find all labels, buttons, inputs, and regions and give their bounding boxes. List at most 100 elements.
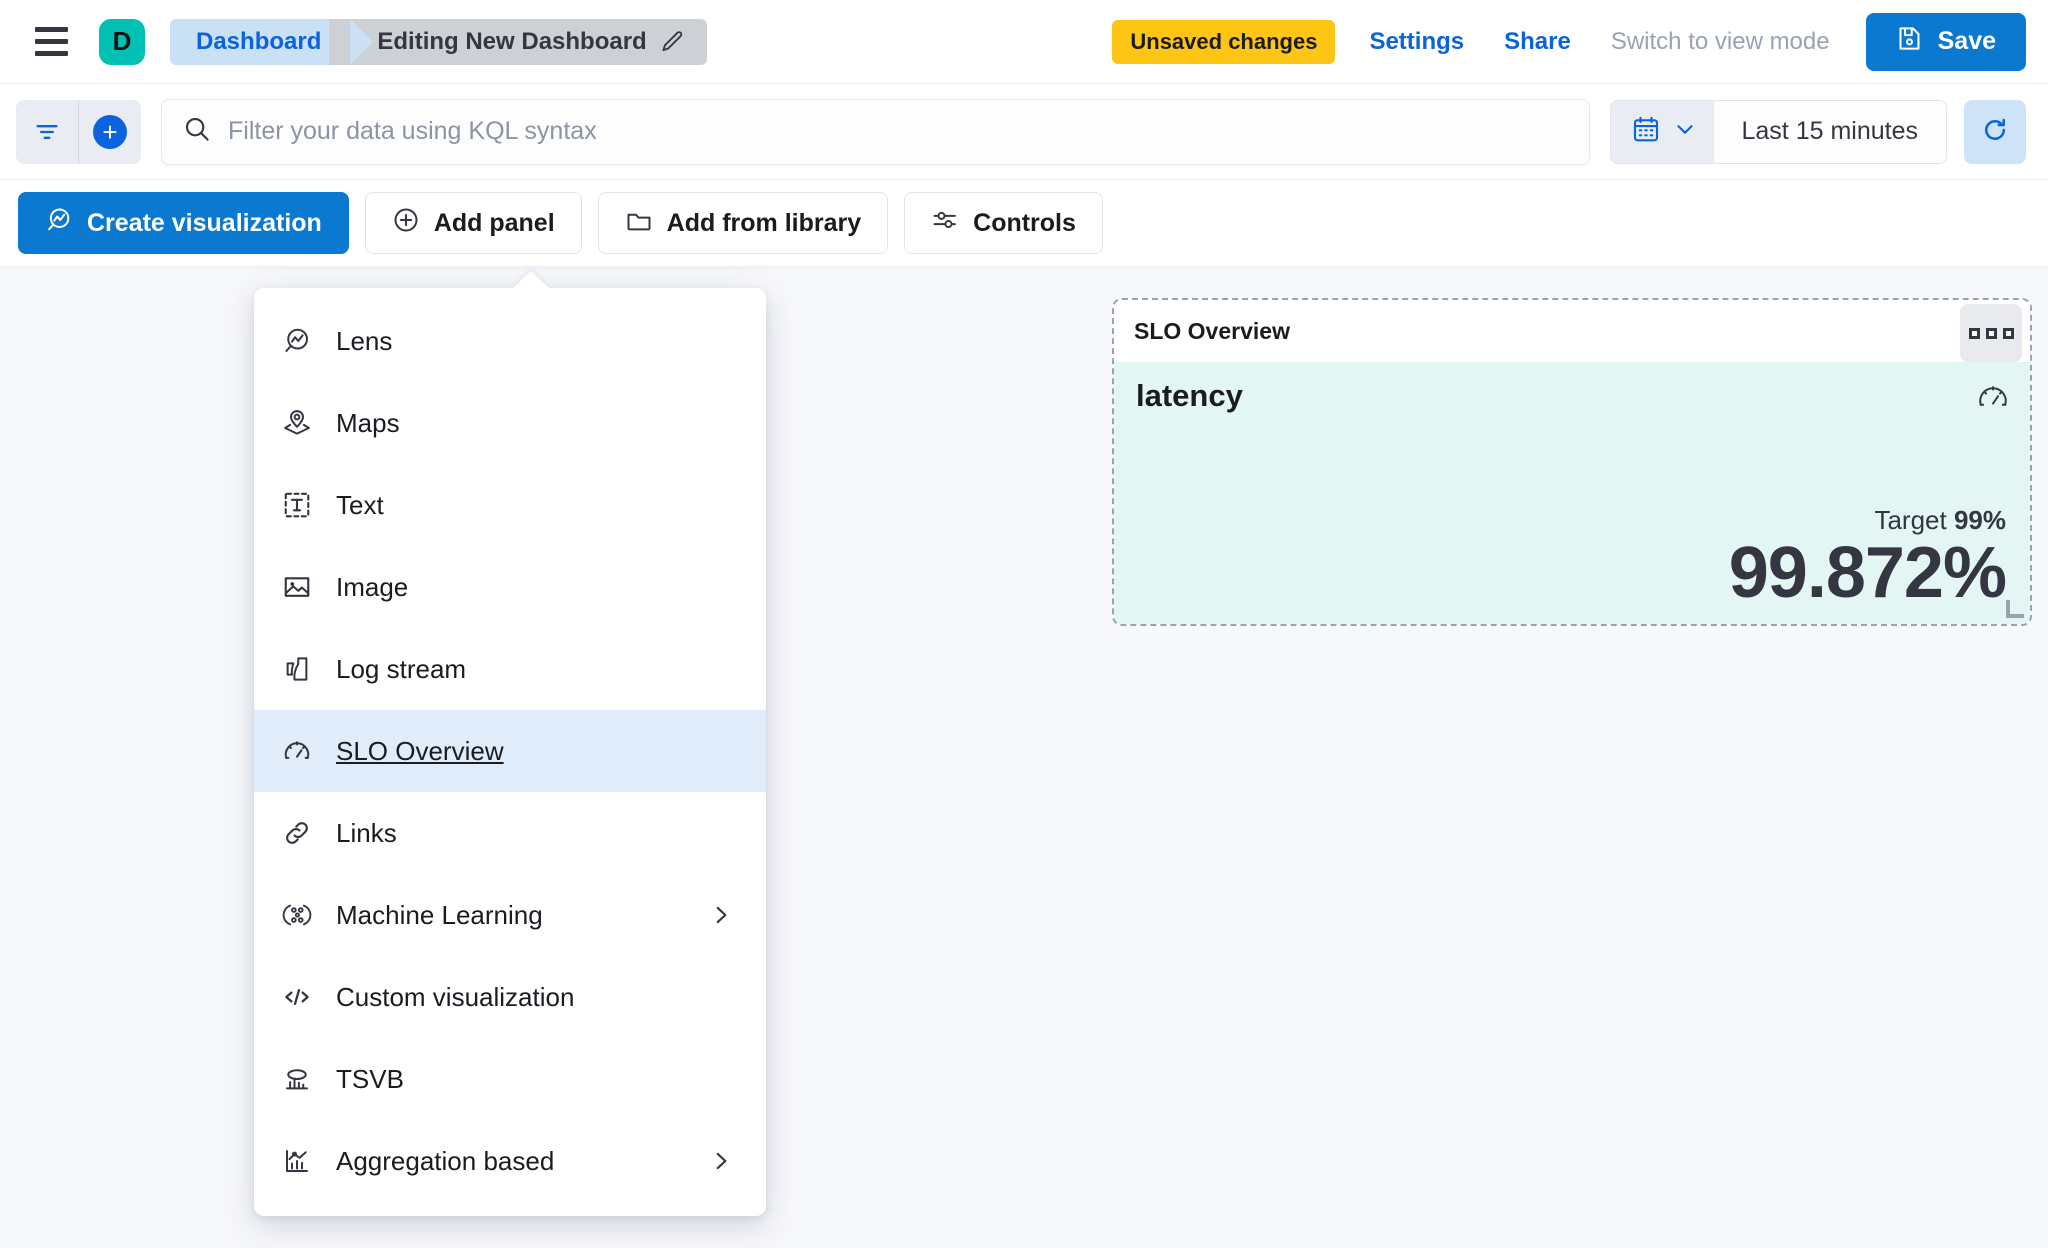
add-filter-button[interactable]: + — [79, 100, 141, 164]
plus-circle-icon: + — [93, 114, 127, 149]
plus-circle-outline-icon — [392, 206, 420, 241]
menu-item-text[interactable]: Text — [254, 464, 766, 546]
menu-item-aggregation-based[interactable]: Aggregation based — [254, 1120, 766, 1202]
menu-item-links[interactable]: Links — [254, 792, 766, 874]
menu-item-maps[interactable]: Maps — [254, 382, 766, 464]
slo-metric-name: latency — [1136, 378, 1243, 413]
menu-item-label: SLO Overview — [336, 735, 504, 766]
log-stream-icon — [280, 652, 314, 686]
filter-group: + — [16, 99, 141, 164]
header-actions: Unsaved changes Settings Share Switch to… — [1112, 12, 2026, 71]
controls-label: Controls — [973, 208, 1076, 237]
share-link[interactable]: Share — [1504, 27, 1571, 55]
refresh-icon — [1980, 115, 2010, 148]
menu-item-label: Aggregation based — [336, 1145, 555, 1176]
search-input-wrapper[interactable] — [161, 98, 1590, 165]
pencil-icon[interactable] — [659, 29, 685, 55]
more-horizontal-icon — [1985, 327, 1997, 339]
breadcrumb-item-dashboard[interactable]: Dashboard — [170, 18, 374, 65]
menu-item-label: TSVB — [336, 1063, 404, 1094]
menu-item-label: Custom visualization — [336, 981, 575, 1012]
image-icon — [280, 570, 314, 604]
menu-item-log-stream[interactable]: Log stream — [254, 628, 766, 710]
search-input[interactable] — [228, 117, 1569, 146]
dashboard-toolbar: Create visualization Add panel Add from … — [0, 180, 2048, 266]
menu-item-label: Machine Learning — [336, 899, 543, 930]
hamburger-line — [34, 51, 68, 56]
save-button-label: Save — [1937, 27, 1996, 55]
more-horizontal-icon — [2002, 327, 2014, 339]
code-icon — [280, 980, 314, 1014]
menu-item-image[interactable]: Image — [254, 546, 766, 628]
save-disk-icon — [1896, 25, 1923, 59]
link-icon — [280, 816, 314, 850]
menu-item-custom-visualization[interactable]: Custom visualization — [254, 956, 766, 1038]
menu-item-label: Image — [336, 571, 409, 602]
menu-item-label: Lens — [336, 325, 393, 356]
map-pin-layers-icon — [280, 406, 314, 440]
avatar[interactable]: D — [99, 18, 145, 65]
aggregation-chart-icon — [280, 1144, 314, 1178]
chevron-right-icon — [708, 902, 734, 928]
app-header: D Dashboard Editing New Dashboard Unsave… — [0, 0, 2048, 84]
panel-body: latency Target 99% — [1114, 362, 2030, 624]
text-box-icon — [280, 488, 314, 522]
panel-header: SLO Overview — [1114, 300, 2030, 362]
add-from-library-label: Add from library — [666, 208, 862, 237]
chevron-down-icon — [1672, 116, 1698, 147]
menu-item-label: Links — [336, 817, 397, 848]
lens-icon — [280, 324, 314, 358]
controls-button[interactable]: Controls — [904, 192, 1103, 254]
slo-overview-panel[interactable]: SLO Overview latency — [1112, 298, 2032, 626]
slo-target-value: 99% — [1953, 505, 2006, 536]
panel-resize-handle[interactable] — [2006, 600, 2024, 618]
more-horizontal-icon — [1968, 327, 1980, 339]
slo-summary: Target 99% 99.872% — [1728, 505, 2007, 614]
create-visualization-button[interactable]: Create visualization — [18, 192, 349, 254]
folder-icon — [625, 206, 653, 241]
date-quick-select-button[interactable] — [1610, 100, 1714, 163]
filter-icon[interactable] — [16, 100, 78, 164]
breadcrumb-item-editing[interactable]: Editing New Dashboard — [329, 18, 707, 65]
slo-target-label: Target — [1874, 505, 1947, 536]
sliders-icon — [931, 206, 959, 241]
menu-item-tsvb[interactable]: TSVB — [254, 1038, 766, 1120]
status-badge-unsaved[interactable]: Unsaved changes — [1112, 19, 1336, 64]
hamburger-icon[interactable] — [28, 19, 74, 65]
slo-target: Target 99% — [1729, 505, 2006, 536]
panel-title: SLO Overview — [1134, 317, 1290, 344]
query-bar: + — [0, 84, 2048, 180]
menu-item-slo-overview[interactable]: SLO Overview — [254, 710, 766, 792]
hamburger-line — [34, 27, 68, 32]
date-range-display[interactable]: Last 15 minutes — [1713, 100, 1946, 163]
divider — [78, 99, 79, 164]
panel-context-menu-button[interactable] — [1960, 304, 2022, 362]
menu-item-lens[interactable]: Lens — [254, 300, 766, 382]
menu-item-label: Log stream — [336, 653, 467, 684]
dashboard-canvas: Lens Maps — [0, 266, 2048, 1248]
add-panel-menu: Lens Maps — [254, 271, 766, 1216]
switch-to-view-mode-link[interactable]: Switch to view mode — [1610, 27, 1830, 55]
refresh-button[interactable] — [1964, 99, 2026, 164]
menu-item-label: Maps — [336, 407, 400, 438]
add-from-library-button[interactable]: Add from library — [597, 192, 889, 254]
menu-item-label: Text — [336, 489, 384, 520]
breadcrumb-label: Editing New Dashboard — [377, 27, 647, 55]
create-visualization-label: Create visualization — [87, 208, 322, 237]
settings-link[interactable]: Settings — [1369, 27, 1465, 55]
breadcrumb: Dashboard Editing New Dashboard — [170, 18, 707, 65]
lens-icon — [45, 206, 73, 241]
add-panel-label: Add panel — [433, 208, 555, 237]
search-icon — [182, 114, 212, 149]
save-button[interactable]: Save — [1865, 12, 2026, 71]
menu-item-machine-learning[interactable]: Machine Learning — [254, 874, 766, 956]
slo-sli-value: 99.872% — [1728, 533, 2007, 614]
breadcrumb-label: Dashboard — [196, 27, 322, 55]
date-picker: Last 15 minutes — [1609, 99, 1947, 164]
machine-learning-icon — [280, 898, 314, 932]
add-panel-button[interactable]: Add panel — [364, 192, 582, 254]
gauge-icon — [1976, 380, 2010, 419]
hamburger-line — [34, 39, 68, 44]
avatar-letter: D — [112, 26, 132, 56]
